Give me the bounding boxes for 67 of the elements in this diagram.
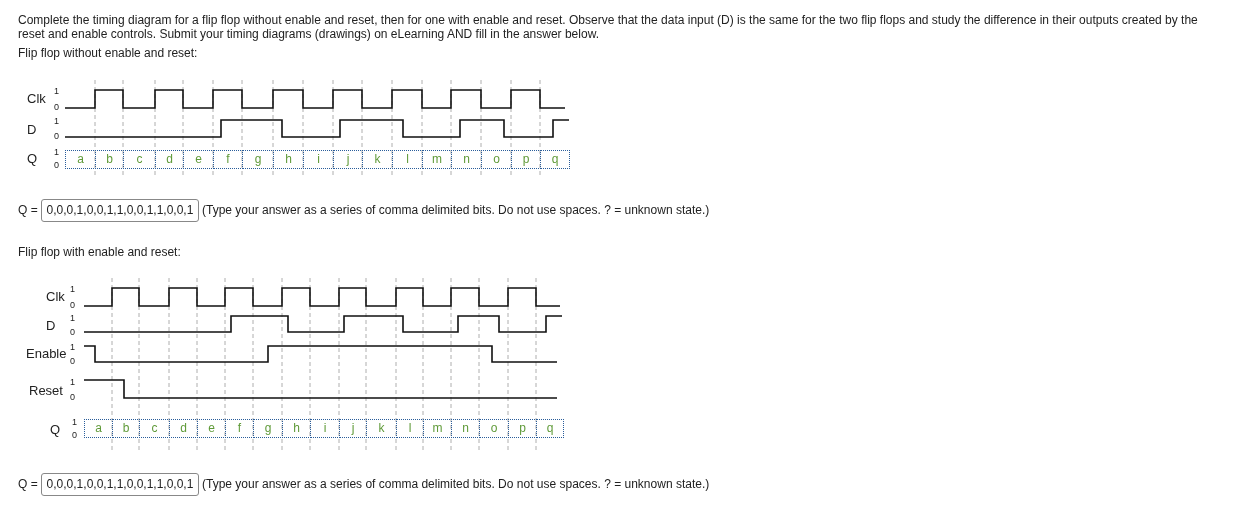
timing-slot: a [84, 419, 113, 438]
timing-slot: j [333, 150, 363, 169]
signal-name: Reset [29, 384, 63, 398]
logic-level: 0 [70, 327, 75, 337]
section-heading: Flip flop with enable and reset: [18, 245, 181, 259]
instruction-text: Complete the timing diagram for a flip flop without enable and reset, then for one with enable and reset. Observe that the data input (D) is the same for the two flip flops and study the difference in their outputs created by the reset and enable controls. Submit your timing diagrams (drawings) on eLearning AND fill in the answer below. [18, 13, 1199, 41]
timing-slot: b [112, 419, 140, 438]
timing-slot: h [273, 150, 304, 169]
logic-level: 0 [54, 160, 59, 170]
timing-slot: k [362, 150, 393, 169]
answer-field: 0,0,0,1,0,0,1,1,0,0,1,1,0,0,1 [41, 199, 199, 222]
hint-text: (Type your answer as a series of comma delimited bits. Do not use spaces. ? = unknown state.) [202, 203, 710, 217]
timing-slot: p [508, 419, 537, 438]
timing-slot: c [139, 419, 170, 438]
timing-slot: q [536, 419, 564, 438]
timing-slot: e [197, 419, 226, 438]
signal-name: Q [50, 423, 61, 437]
timing-slot: p [511, 150, 541, 169]
timing-slot: i [310, 419, 340, 438]
timing-slot: b [95, 150, 124, 169]
logic-level: 0 [54, 131, 59, 141]
logic-level: 1 [54, 116, 59, 126]
timing-slot: c [123, 150, 156, 169]
timing-slot: f [213, 150, 243, 169]
logic-level: 1 [54, 147, 59, 157]
logic-level: 0 [72, 430, 77, 440]
signal-name: Enable [26, 347, 67, 361]
timing-slot: d [155, 150, 184, 169]
answer-field: 0,0,0,1,0,0,1,1,0,0,1,1,0,0,1 [41, 473, 199, 496]
logic-level: 1 [54, 86, 59, 96]
timing-slot: n [451, 150, 482, 169]
timing-slot: h [282, 419, 311, 438]
signal-name: Q [27, 152, 38, 166]
logic-level: 1 [72, 417, 77, 427]
timing-slot: o [479, 419, 509, 438]
timing-slot: g [253, 419, 283, 438]
logic-level: 1 [70, 342, 75, 352]
timing-slot: f [225, 419, 254, 438]
timing-slot: m [423, 419, 452, 438]
timing-slot: n [451, 419, 480, 438]
timing-slot: j [339, 419, 367, 438]
timing-slot: m [422, 150, 452, 169]
logic-level: 0 [70, 356, 75, 366]
logic-level: 1 [70, 313, 75, 323]
signal-name: Clk [27, 92, 46, 106]
logic-level: 1 [70, 377, 75, 387]
signal-name: Clk [46, 290, 65, 304]
hint-text: (Type your answer as a series of comma delimited bits. Do not use spaces. ? = unknown state.) [202, 477, 710, 491]
equation-label: Q = [18, 477, 38, 491]
logic-level: 0 [54, 102, 59, 112]
logic-level: 1 [70, 284, 75, 294]
signal-name: D [46, 319, 56, 333]
signal-name: D [27, 123, 37, 137]
timing-slot: a [65, 150, 96, 169]
timing-slot: d [169, 419, 198, 438]
logic-level: 0 [70, 300, 75, 310]
section-heading: Flip flop without enable and reset: [18, 46, 198, 60]
logic-level: 0 [70, 392, 75, 402]
timing-slot: q [540, 150, 570, 169]
timing-slot: k [366, 419, 397, 438]
timing-slot: g [242, 150, 274, 169]
timing-slot: l [392, 150, 423, 169]
timing-slot: o [481, 150, 512, 169]
timing-slot: i [303, 150, 334, 169]
timing-slot: e [183, 150, 214, 169]
timing-slot: l [396, 419, 424, 438]
equation-label: Q = [18, 203, 38, 217]
